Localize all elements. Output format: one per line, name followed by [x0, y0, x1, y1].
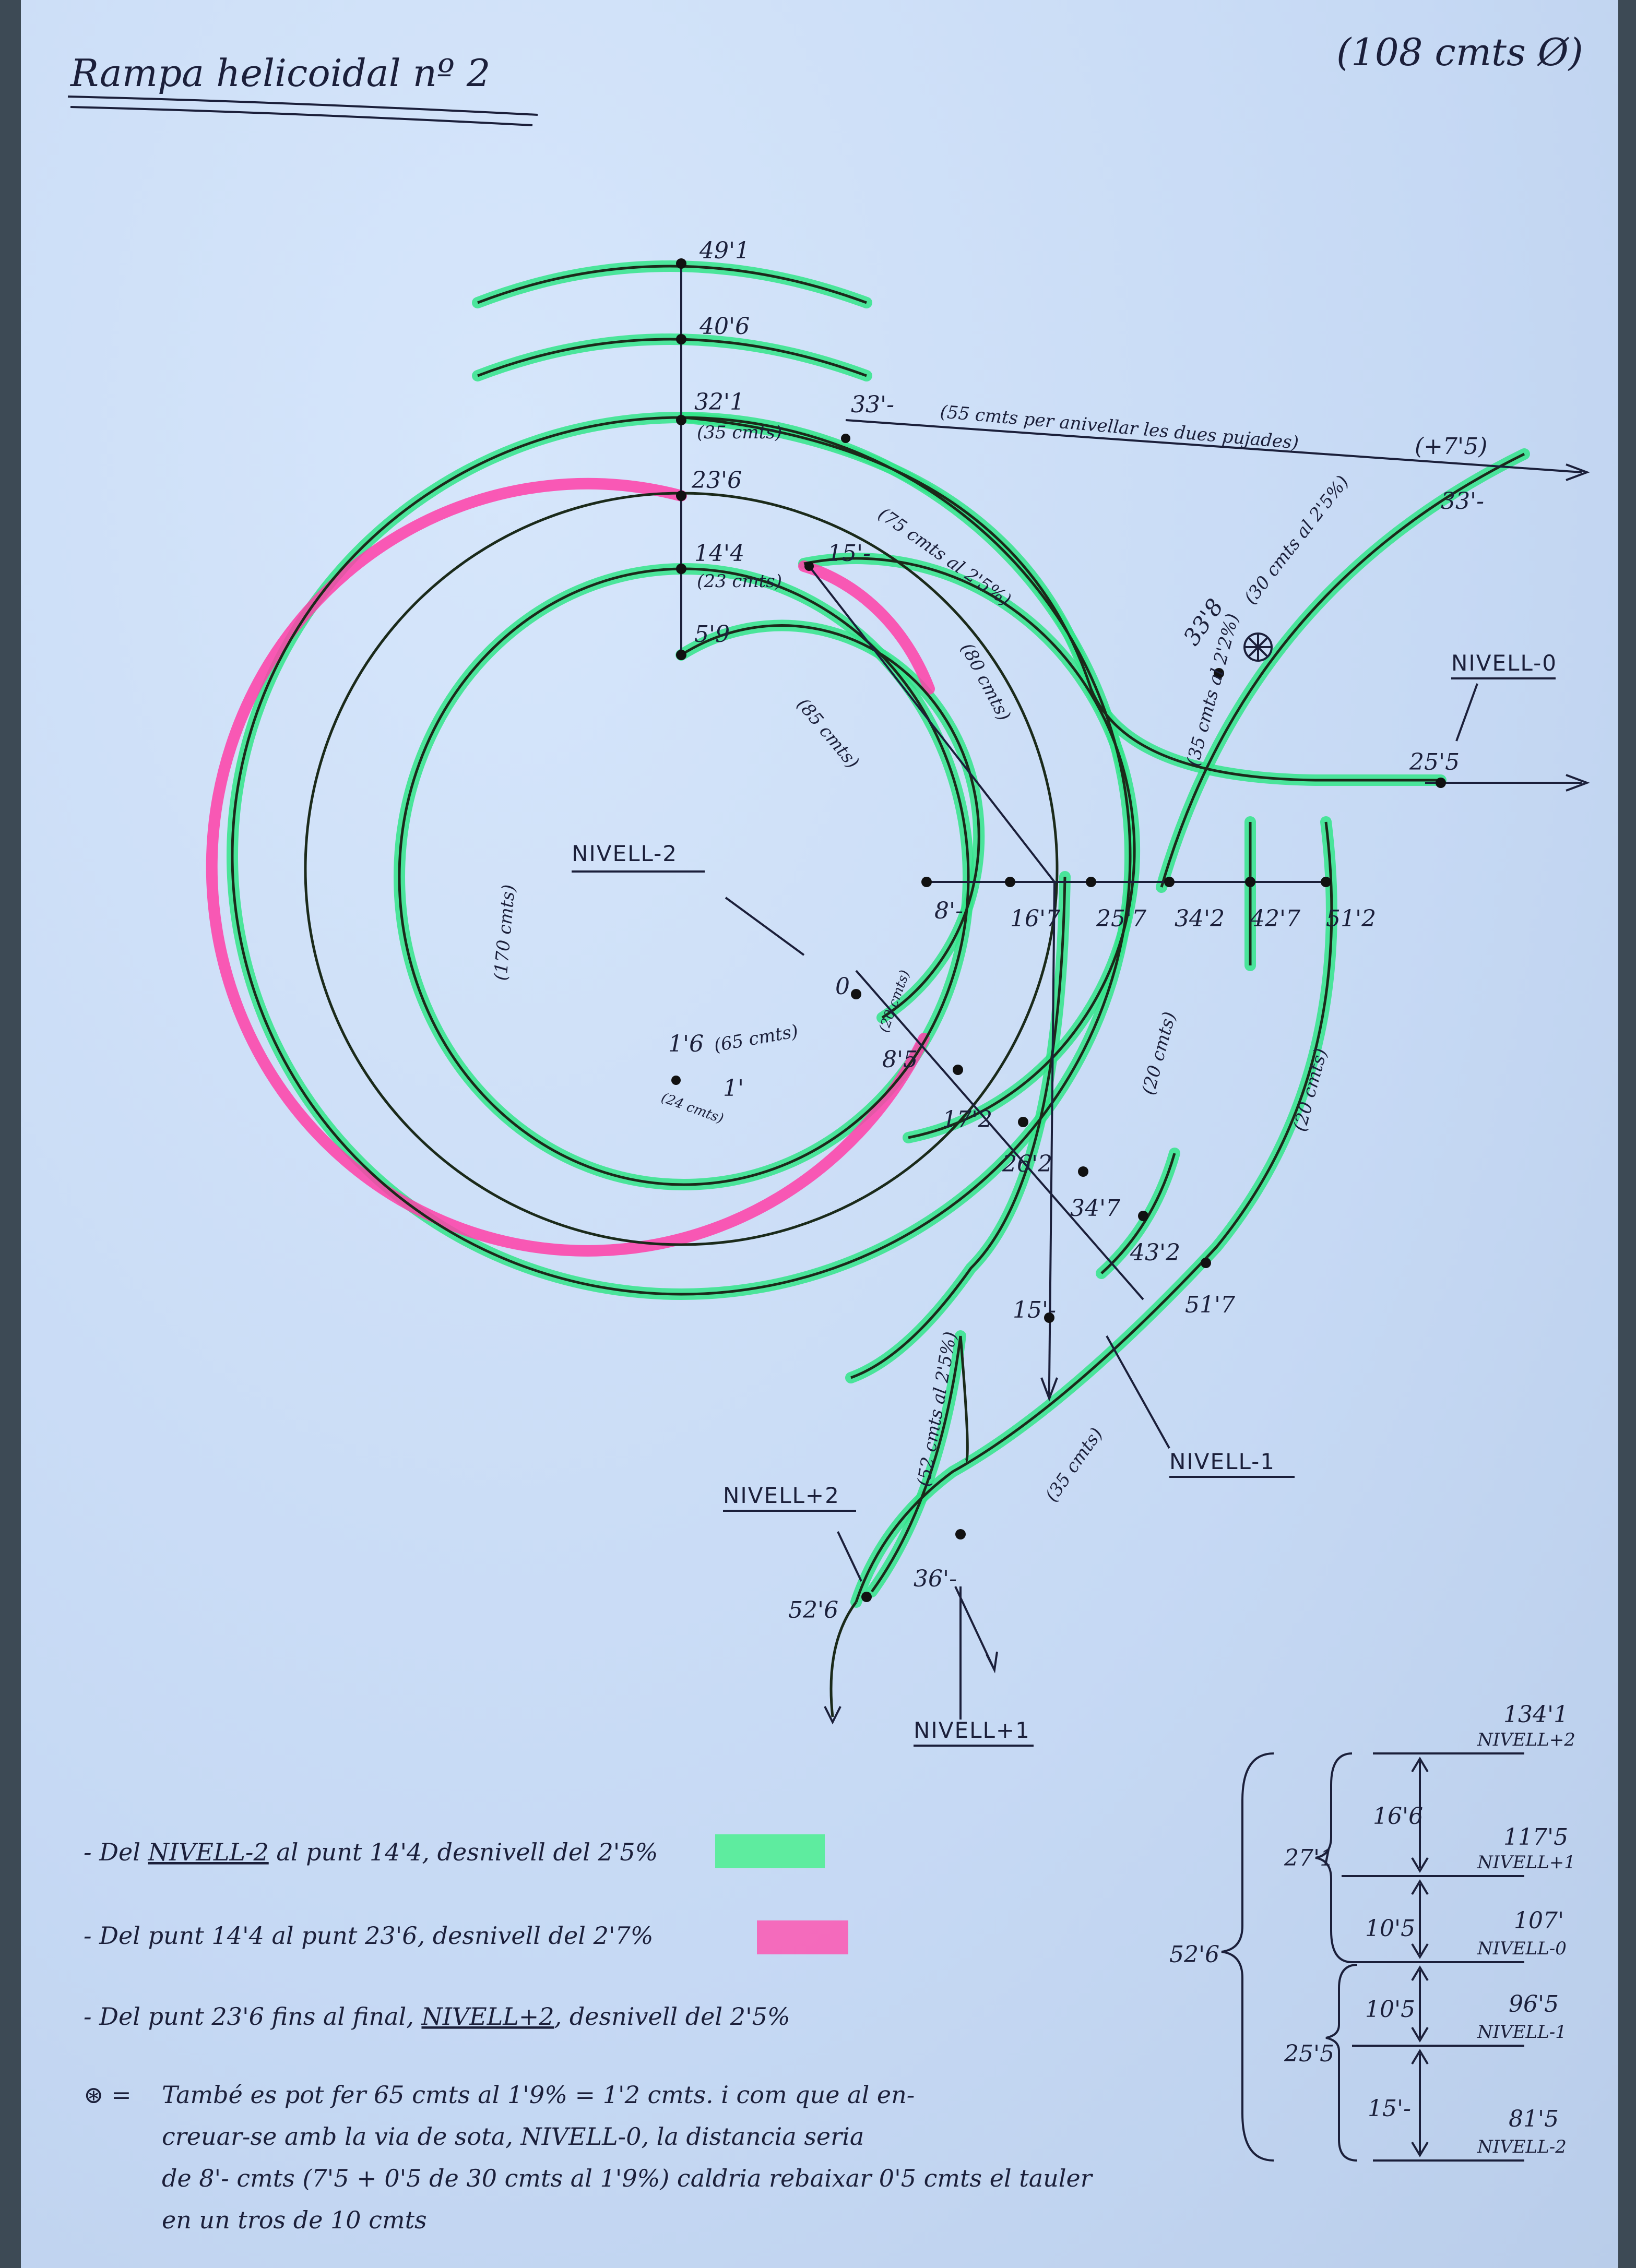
svg-text:49'1: 49'1 — [699, 237, 750, 264]
svg-text:15'-: 15'- — [827, 540, 871, 567]
page-title: Rampa helicoidal nº 2 — [69, 51, 491, 95]
svg-text:(+7'5): (+7'5) — [1415, 433, 1487, 460]
svg-text:16'6: 16'6 — [1373, 1803, 1423, 1830]
svg-text:36'-: 36'- — [914, 1566, 957, 1592]
svg-text:5'9: 5'9 — [694, 621, 730, 648]
svg-text:(35 cmts): (35 cmts) — [697, 422, 782, 443]
svg-text:42'7: 42'7 — [1250, 905, 1300, 932]
svg-text:40'6: 40'6 — [699, 313, 750, 340]
svg-text:NIVELL-0: NIVELL-0 — [1477, 1938, 1567, 1959]
level-label-n0: NIVELL-0 — [1451, 650, 1557, 676]
svg-text:25'7: 25'7 — [1096, 905, 1146, 932]
svg-text:(20 cmts): (20 cmts) — [1138, 1010, 1180, 1097]
title-underline — [67, 96, 538, 116]
footnote-symbol: ⊛ = — [84, 2081, 132, 2109]
height-labels: 49'1 40'6 32'1 33'- 23'6 14'4 15'- 5'9 (… — [668, 237, 1487, 1624]
svg-text:33'-: 33'- — [851, 391, 894, 418]
footnote-line-3: de 8'- cmts (7'5 + 0'5 de 30 cmts al 1'9… — [162, 2164, 1094, 2192]
svg-text:27'1: 27'1 — [1284, 1845, 1334, 1871]
svg-text:107': 107' — [1514, 1907, 1564, 1934]
svg-text:(20 cmts): (20 cmts) — [1289, 1046, 1332, 1134]
svg-text:25'5: 25'5 — [1409, 749, 1460, 775]
svg-text:34'7: 34'7 — [1070, 1195, 1120, 1222]
svg-text:8'-: 8'- — [934, 898, 963, 924]
arrows — [824, 463, 1590, 1725]
notes-block: - Del NIVELL-2 al punt 14'4, desnivell d… — [84, 1834, 1094, 2234]
helix-diagram: Rampa helicoidal nº 2 (108 cmts Ø) — [67, 30, 1590, 2234]
svg-text:NIVELL-1: NIVELL-1 — [1477, 2022, 1567, 2043]
level-label-n-plus1: NIVELL+1 — [914, 1717, 1030, 1743]
svg-text:NIVELL-2: NIVELL-2 — [1477, 2136, 1567, 2157]
svg-text:34'2: 34'2 — [1175, 905, 1225, 932]
svg-text:43'2: 43'2 — [1130, 1239, 1180, 1266]
svg-text:96'5: 96'5 — [1509, 1991, 1559, 2018]
svg-text:(35 cmts): (35 cmts) — [1041, 1424, 1107, 1506]
paper-sheet: Rampa helicoidal nº 2 (108 cmts Ø) — [21, 0, 1618, 2268]
svg-text:15'-: 15'- — [1368, 2095, 1411, 2122]
svg-text:(170 cmts): (170 cmts) — [490, 884, 519, 981]
svg-text:1': 1' — [723, 1075, 744, 1102]
svg-text:81'5: 81'5 — [1509, 2106, 1559, 2132]
svg-text:(85 cmts): (85 cmts) — [792, 694, 863, 773]
svg-text:117'5: 117'5 — [1503, 1824, 1568, 1851]
pink-highlight-2 — [798, 560, 935, 695]
note-2: - Del punt 14'4 al punt 23'6, desnivell … — [84, 1921, 654, 1950]
svg-text:23'6: 23'6 — [691, 467, 742, 494]
note-3: - Del punt 23'6 fins al final, NIVELL+2,… — [84, 2002, 790, 2031]
construction-lines — [680, 264, 1582, 1670]
title-underline-2 — [70, 106, 533, 126]
junction-dots — [671, 258, 1446, 1602]
level-labels: NIVELL-2 NIVELL-0 NIVELL-1 NIVELL+2 NIVE… — [572, 650, 1557, 1747]
svg-text:52'6: 52'6 — [1169, 1941, 1219, 1968]
footnote-line-4: en un tros de 10 cmts — [162, 2206, 427, 2234]
tracks — [231, 265, 1525, 1717]
svg-text:51'7: 51'7 — [1185, 1292, 1235, 1318]
svg-text:0: 0 — [835, 973, 850, 1000]
svg-text:16'7: 16'7 — [1010, 905, 1060, 932]
pink-highlight — [206, 478, 930, 1257]
level-label-n-minus2: NIVELL-2 — [572, 841, 678, 866]
svg-text:33'-: 33'- — [1441, 488, 1484, 515]
svg-text:(24 cmts): (24 cmts) — [659, 1090, 726, 1127]
svg-text:14'4: 14'4 — [694, 540, 744, 567]
svg-text:134'1: 134'1 — [1503, 1701, 1568, 1728]
svg-text:25'5: 25'5 — [1284, 2040, 1334, 2067]
svg-text:(65 cmts): (65 cmts) — [713, 1021, 800, 1056]
level-label-n-plus2: NIVELL+2 — [723, 1483, 840, 1508]
svg-text:32'1: 32'1 — [694, 389, 744, 415]
svg-text:26'2: 26'2 — [1002, 1151, 1052, 1177]
svg-text:(55 cmts per anivellar les due: (55 cmts per anivellar les dues pujades) — [939, 401, 1299, 453]
svg-text:15'-: 15'- — [1013, 1297, 1056, 1323]
svg-text:8'5: 8'5 — [882, 1046, 918, 1073]
asterisk-wheel-icon — [1243, 632, 1273, 662]
footnote-line-1: També es pot fer 65 cmts al 1'9% = 1'2 c… — [162, 2081, 915, 2109]
footnote-line-2: creuar-se amb la via de sota, NIVELL-0, … — [162, 2122, 864, 2151]
diameter-note: (108 cmts Ø) — [1336, 30, 1583, 74]
height-scale: 16'6 10'5 10'5 15'- 27'1 25'5 52'6 134'1… — [1169, 1701, 1575, 2162]
svg-text:17'2: 17'2 — [942, 1106, 992, 1133]
note-1: - Del NIVELL-2 al punt 14'4, desnivell d… — [84, 1838, 658, 1866]
svg-text:51'2: 51'2 — [1326, 905, 1376, 932]
level-label-n-minus1: NIVELL-1 — [1169, 1449, 1275, 1474]
svg-text:52'6: 52'6 — [788, 1597, 838, 1624]
svg-text:10'5: 10'5 — [1365, 1915, 1415, 1942]
svg-text:NIVELL+2: NIVELL+2 — [1477, 1729, 1575, 1750]
svg-text:(23 cmts): (23 cmts) — [697, 571, 782, 592]
svg-text:NIVELL+1: NIVELL+1 — [1477, 1852, 1575, 1873]
svg-text:10'5: 10'5 — [1365, 1996, 1415, 2023]
svg-text:1'6: 1'6 — [668, 1031, 704, 1057]
